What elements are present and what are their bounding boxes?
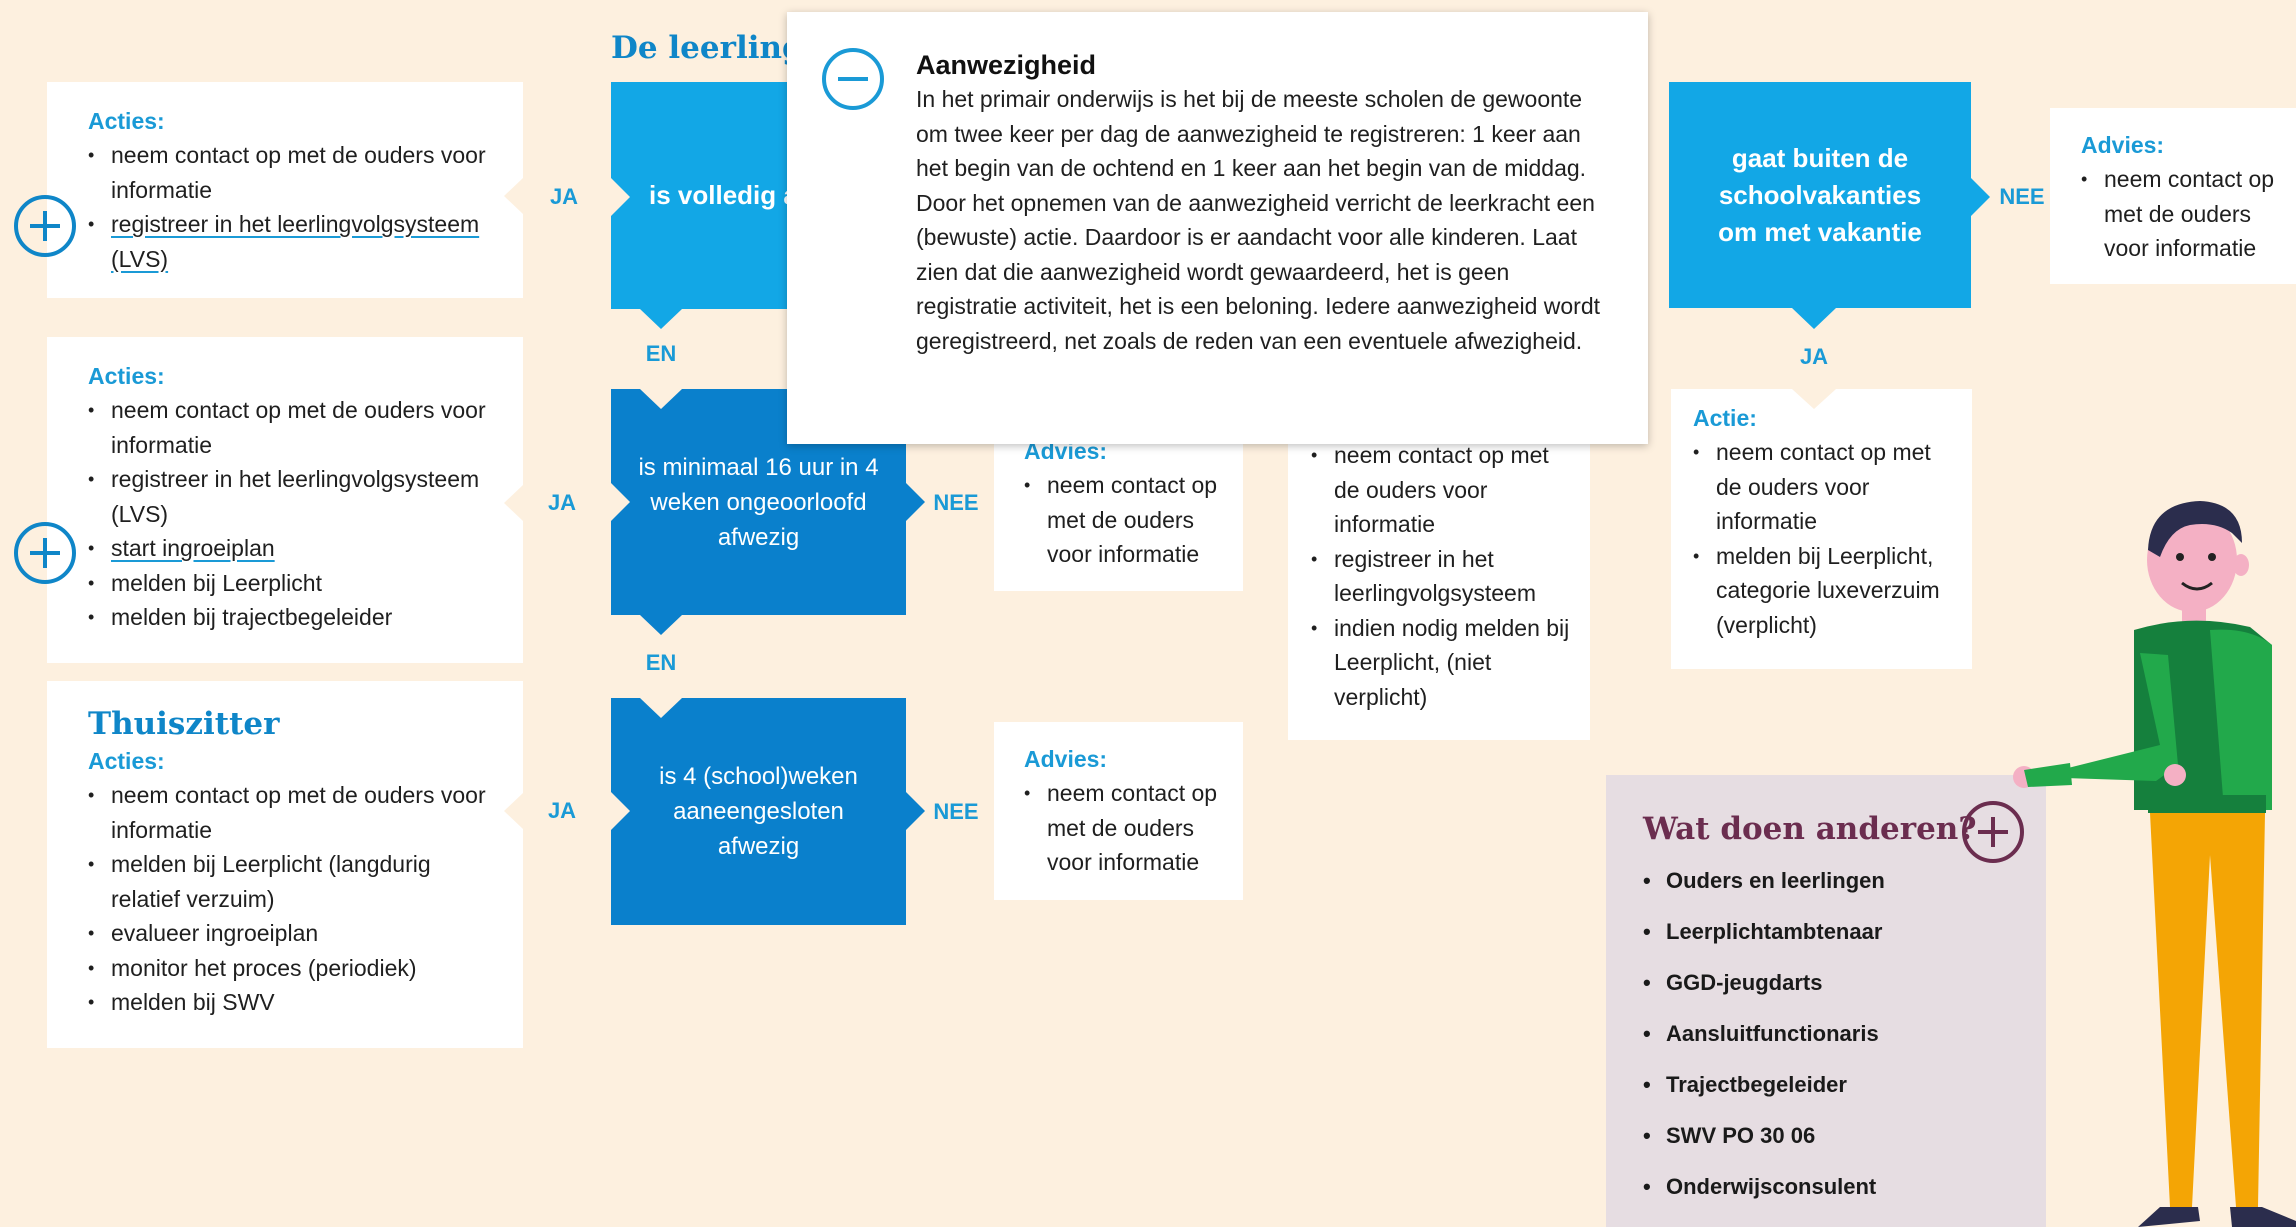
- connector-ja: JA: [549, 184, 579, 209]
- row3-advice-label: Advies:: [1024, 746, 1108, 772]
- list-item: neem contact op met de ouders voor infor…: [1311, 438, 1570, 542]
- ingroeiplan-link[interactable]: start ingroeiplan: [111, 535, 275, 561]
- row2-advice-card: Advies: neem contact op met de ouders vo…: [994, 428, 1243, 591]
- arrow-notch: [640, 698, 682, 718]
- list-item: indien nodig melden bij Leerplicht, (nie…: [1311, 611, 1570, 715]
- arrow-notch: [504, 178, 523, 214]
- others-item[interactable]: Onderwijsconsulent: [1643, 1161, 2026, 1212]
- list-item: melden bij SWV: [88, 985, 503, 1020]
- connector-en: EN: [645, 650, 677, 675]
- others-item[interactable]: Trajectbegeleider: [1643, 1059, 2026, 1110]
- row2-middle-card: neem contact op met de ouders voor infor…: [1288, 420, 1590, 740]
- arrow-notch: [640, 389, 682, 409]
- person-trousers: [2150, 813, 2265, 1207]
- row1-advice-card: Advies: neem contact op met de ouders vo…: [2050, 108, 2296, 284]
- row1-actions-label: Acties:: [88, 108, 165, 134]
- decision-box-label: is volledig a: [649, 180, 798, 210]
- arrow-notch: [906, 792, 925, 830]
- arrow-notch: [1971, 178, 1990, 216]
- connector-ja: JA: [1799, 344, 1829, 369]
- arrow-notch: [640, 309, 682, 329]
- row3-actions-label: Acties:: [88, 748, 165, 774]
- arrow-notch: [504, 793, 523, 829]
- list-item[interactable]: start ingroeiplan: [88, 531, 503, 566]
- row1-actions-card: Acties: neem contact op met de ouders vo…: [47, 82, 523, 298]
- others-item[interactable]: Aansluitfunctionaris: [1643, 1008, 2026, 1059]
- list-item: melden bij trajectbegeleider: [88, 600, 503, 635]
- others-item[interactable]: Leerplichtambtenaar: [1643, 906, 2026, 957]
- list-item: neem contact op met de ouders voor infor…: [1024, 776, 1233, 880]
- thuiszitter-title: Thuiszitter: [88, 706, 280, 742]
- list-item: neem contact op met de ouders voor infor…: [1024, 468, 1233, 572]
- page-heading: De leerling:: [611, 30, 816, 66]
- list-item: neem contact op met de ouders voor infor…: [88, 138, 503, 207]
- connector-en: EN: [645, 341, 677, 366]
- row2-action-label: Actie:: [1693, 405, 1757, 431]
- thuiszitter-card: Thuiszitter Acties: neem contact op met …: [47, 681, 523, 1048]
- arrow-notch: [1792, 389, 1836, 409]
- list-item: neem contact op met de ouders voor infor…: [88, 393, 503, 462]
- decision-box-label: is minimaal 16 uur in 4 weken ongeoorloo…: [638, 453, 879, 551]
- list-item: monitor het proces (periodiek): [88, 951, 503, 986]
- expand-plus-icon[interactable]: [14, 522, 76, 584]
- others-item[interactable]: SWV PO 30 06: [1643, 1110, 2026, 1161]
- arrow-notch: [611, 483, 630, 521]
- list-item: melden bij Leerplicht, categorie luxever…: [1693, 539, 1960, 643]
- connector-ja: JA: [547, 798, 577, 823]
- connector-nee: NEE: [933, 490, 979, 515]
- modal-body: In het primair onderwijs is het bij de m…: [916, 86, 1601, 354]
- person-illustration: [2013, 501, 2296, 1227]
- person-hair: [2148, 501, 2242, 557]
- row2-actions-card: Acties: neem contact op met de ouders vo…: [47, 337, 523, 663]
- person-hand: [2164, 764, 2186, 786]
- modal-content: Aanwezigheid In het primair onderwijs is…: [916, 48, 1616, 358]
- connector-nee: NEE: [1999, 184, 2045, 209]
- others-plus-icon[interactable]: [1962, 801, 2024, 863]
- list-item: neem contact op met de ouders voor infor…: [88, 778, 503, 847]
- list-item: registreer in het leerlingvolgsysteem: [1311, 542, 1570, 611]
- decision-box-vakantie: gaat buiten de schoolvakanties om met va…: [1669, 82, 1971, 308]
- others-title: Wat doen anderen?: [1643, 811, 1977, 847]
- decision-box-label: is 4 (school)weken aaneengesloten afwezi…: [659, 763, 858, 860]
- connector-ja: JA: [547, 490, 577, 515]
- modal-title: Aanwezigheid: [916, 50, 1097, 80]
- row2-action-card: Actie: neem contact op met de ouders voo…: [1671, 389, 1972, 669]
- arrow-notch: [1792, 308, 1836, 329]
- list-item: neem contact op met de ouders voor infor…: [2081, 162, 2296, 266]
- row1-advice-label: Advies:: [2081, 132, 2165, 158]
- info-modal: Aanwezigheid In het primair onderwijs is…: [787, 12, 1648, 444]
- collapse-minus-icon[interactable]: [822, 48, 884, 110]
- connector-nee: NEE: [933, 799, 979, 824]
- others-item[interactable]: Ouders en leerlingen: [1643, 855, 2026, 906]
- decision-box-4weken: is 4 (school)weken aaneengesloten afwezi…: [611, 698, 906, 925]
- row2-actions-label: Acties:: [88, 363, 165, 389]
- list-item: registreer in het leerlingvolgsysteem (L…: [88, 462, 503, 531]
- arrow-notch: [611, 178, 630, 216]
- decision-box-label: gaat buiten de schoolvakanties om met va…: [1718, 142, 1922, 247]
- list-item: melden bij Leerplicht: [88, 566, 503, 601]
- list-item: melden bij Leerplicht (langdurig relatie…: [88, 847, 503, 916]
- list-item[interactable]: registreer in het leerlingvolgsysteem (L…: [88, 207, 503, 276]
- arrow-notch: [611, 792, 630, 830]
- list-item: evalueer ingroeiplan: [88, 916, 503, 951]
- arrow-notch: [906, 483, 925, 521]
- lvs-link[interactable]: registreer in het leerlingvolgsysteem (L…: [111, 211, 480, 272]
- decision-box-volledig: is volledig a: [611, 82, 798, 309]
- list-item: neem contact op met de ouders voor infor…: [1693, 435, 1960, 539]
- arrow-notch: [640, 615, 682, 635]
- row3-advice-card: Advies: neem contact op met de ouders vo…: [994, 722, 1243, 900]
- others-item[interactable]: GGD-jeugdarts: [1643, 957, 2026, 1008]
- arrow-notch: [504, 485, 523, 521]
- expand-plus-icon[interactable]: [14, 195, 76, 257]
